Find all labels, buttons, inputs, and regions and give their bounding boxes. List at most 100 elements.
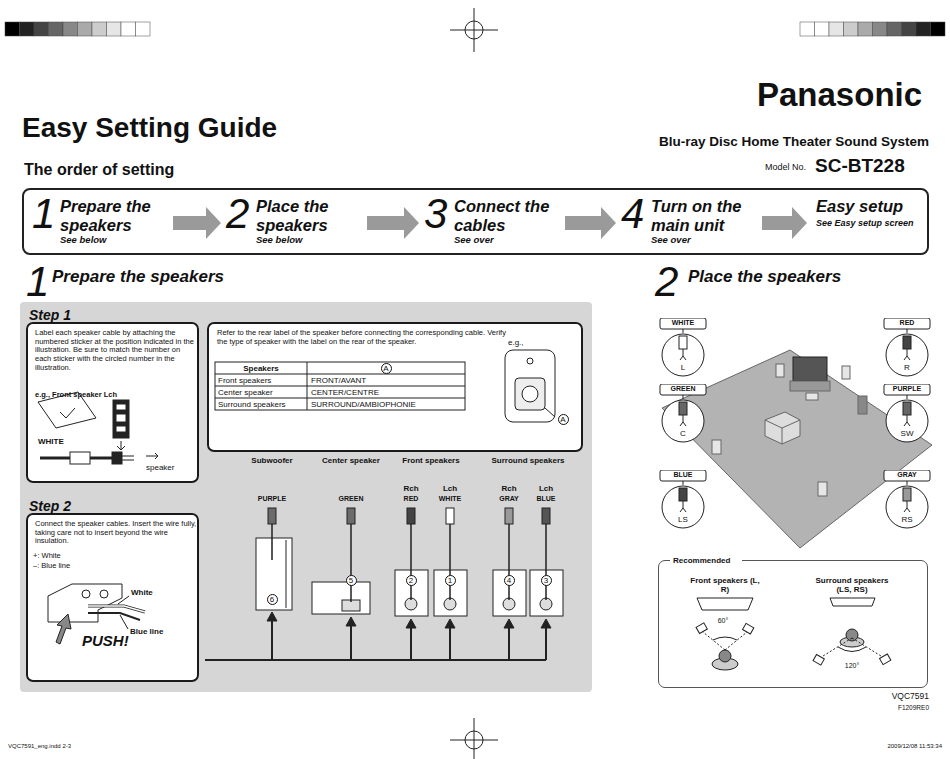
callout-number: A bbox=[381, 363, 392, 374]
room-illustration bbox=[818, 482, 827, 496]
room-illustration bbox=[765, 412, 800, 444]
label-text: SURROUND/AMBIOPHONIE bbox=[311, 400, 463, 409]
page-title: Easy Setting Guide bbox=[22, 112, 352, 144]
node-text: See over bbox=[651, 235, 751, 246]
callout-number: 2 bbox=[406, 575, 417, 586]
step-arrow bbox=[565, 207, 616, 239]
speaker-illustration bbox=[268, 508, 276, 524]
callout-number: A bbox=[558, 414, 569, 425]
plug-icon bbox=[680, 349, 686, 360]
node-text: Easy setup bbox=[816, 197, 926, 216]
node-text: 2 bbox=[226, 190, 254, 238]
node-text: BLUE bbox=[660, 471, 706, 479]
sticker-illustration bbox=[116, 426, 126, 432]
plug-icon bbox=[680, 415, 686, 426]
label-text: FRONT/AVANT bbox=[311, 376, 463, 385]
terminal-illustration bbox=[100, 590, 108, 598]
color-bar bbox=[887, 22, 902, 36]
plug-icon bbox=[679, 402, 687, 415]
speaker-illustration bbox=[205, 508, 563, 660]
badge-tab bbox=[660, 470, 706, 481]
badge-circle bbox=[662, 486, 704, 528]
plug-icon bbox=[903, 336, 911, 349]
badge-circle bbox=[662, 334, 704, 376]
color-bar bbox=[20, 22, 35, 36]
badge-tab bbox=[907, 395, 908, 399]
speaker-badge: GREENC bbox=[659, 384, 707, 444]
node-text: Connect the speaker cables. Insert the w… bbox=[35, 520, 197, 546]
node-text: See Easy setup screen bbox=[816, 218, 928, 228]
angle-illustration bbox=[703, 632, 747, 650]
box-fill bbox=[26, 513, 199, 682]
instruction-box: Refer to the rear label of the speaker b… bbox=[207, 322, 583, 452]
room-illustration bbox=[806, 393, 818, 400]
speaker-rear-illustration bbox=[527, 358, 533, 364]
label-text: 2 bbox=[655, 258, 685, 306]
terminal-illustration bbox=[88, 606, 145, 612]
badge-circle bbox=[886, 400, 928, 442]
color-bar bbox=[136, 22, 151, 36]
step-item: 1Prepare the speakersSee below bbox=[30, 194, 170, 252]
angle-illustration bbox=[696, 623, 707, 634]
label-text: Center speaker bbox=[311, 456, 391, 465]
label-text: +: White bbox=[33, 552, 133, 561]
color-bar bbox=[49, 22, 64, 36]
step-item: Easy setupSee Easy setup screen bbox=[810, 194, 929, 252]
label-text: 120° bbox=[839, 662, 865, 670]
angle-illustration bbox=[719, 650, 731, 662]
color-bar bbox=[5, 22, 20, 36]
node-text: See below bbox=[60, 235, 160, 246]
badge-tab bbox=[660, 318, 706, 329]
angle-illustration bbox=[697, 598, 753, 610]
node-text: Step 2 bbox=[29, 498, 119, 514]
label-text: Surround speakers bbox=[218, 400, 306, 409]
table-grid bbox=[215, 362, 465, 410]
step-arrow bbox=[173, 207, 221, 239]
callout-number: 4 bbox=[504, 575, 515, 586]
color-bar bbox=[121, 22, 136, 36]
speaker-rear-illustration bbox=[505, 350, 555, 422]
label-text: Speakers bbox=[216, 364, 306, 373]
speaker-badge: WHITEL bbox=[659, 318, 707, 378]
room-illustration bbox=[858, 396, 867, 414]
speaker-rear-illustration bbox=[545, 408, 555, 417]
speaker-rear-illustration bbox=[515, 378, 545, 410]
box-fill bbox=[207, 322, 583, 452]
node-text: The order of setting bbox=[24, 161, 284, 179]
speaker-illustration bbox=[272, 524, 546, 602]
label-text: Blue line bbox=[130, 627, 190, 636]
node-text: Prepare the speakers bbox=[52, 267, 282, 287]
sticker-illustration bbox=[38, 392, 158, 464]
label-text: WHITE bbox=[430, 495, 470, 503]
color-bar bbox=[5, 22, 945, 36]
color-bar bbox=[829, 22, 844, 36]
badge-circle bbox=[886, 486, 928, 528]
label-text: e.g., bbox=[508, 338, 538, 347]
label-text: Rch bbox=[396, 484, 426, 493]
label-text: Subwoofer bbox=[237, 456, 307, 465]
label-text: White bbox=[131, 588, 181, 597]
angle-illustration bbox=[838, 647, 866, 652]
node-text: See over bbox=[454, 235, 554, 246]
color-bar bbox=[902, 22, 917, 36]
room-illustration bbox=[842, 366, 850, 379]
node-text: Step 1 bbox=[29, 307, 119, 323]
plug-icon bbox=[679, 488, 687, 501]
label-text: Lch bbox=[531, 484, 561, 493]
node-text: Refer to the rear label of the speaker b… bbox=[217, 329, 509, 346]
label-text: Blu-ray Disc Home Theater Sound System bbox=[599, 134, 929, 150]
room-illustration bbox=[790, 381, 830, 391]
label-text: PUSH! bbox=[82, 632, 152, 649]
label-text: Center speaker bbox=[218, 388, 306, 397]
speaker-illustration bbox=[286, 540, 287, 608]
color-bar bbox=[78, 22, 93, 36]
speaker-rear-illustration bbox=[522, 386, 538, 402]
speaker-illustration bbox=[205, 614, 546, 660]
terminal-illustration bbox=[88, 606, 145, 612]
sticker-illustration bbox=[117, 441, 125, 450]
color-bar bbox=[873, 22, 888, 36]
angle-illustration bbox=[743, 623, 754, 634]
label-text: SC-BT228 bbox=[815, 155, 940, 177]
angle-illustration bbox=[823, 638, 881, 656]
